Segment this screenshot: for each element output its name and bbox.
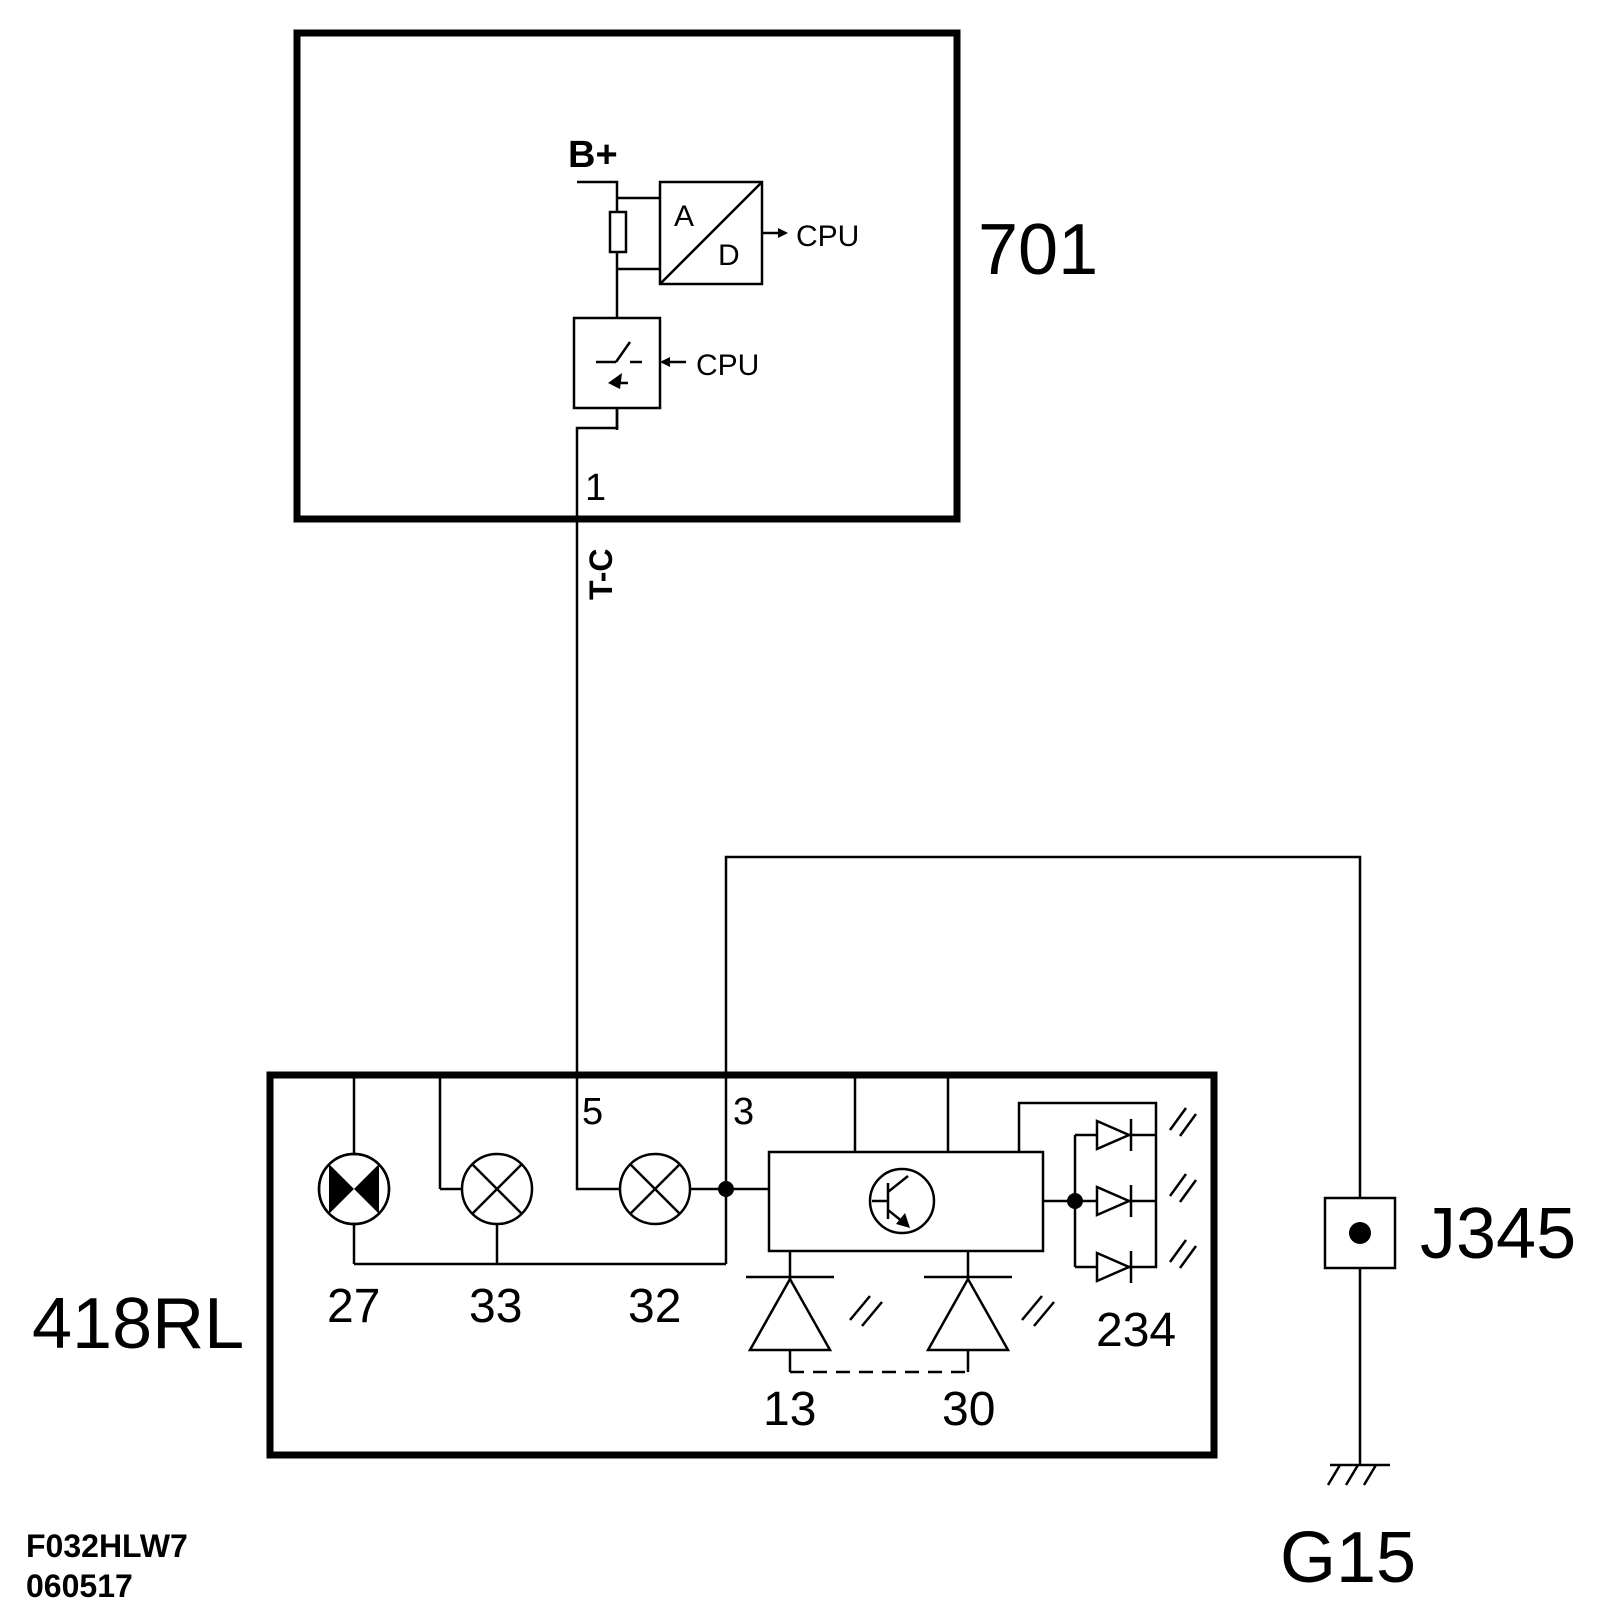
lamp-33	[460, 1152, 534, 1226]
transistor-switch	[572, 316, 686, 410]
lamp-27	[317, 1152, 391, 1226]
shunt-resistor	[608, 210, 628, 254]
wire-j345	[724, 855, 1362, 1465]
diagram-date-code: 060517	[26, 1568, 133, 1604]
module-701-label: 701	[978, 210, 1098, 290]
ad-label-a: A	[674, 200, 694, 233]
connector-j345-label: J345	[1420, 1194, 1576, 1274]
photodiode-13-label: 13	[763, 1383, 816, 1436]
pin-1-label: 1	[585, 467, 606, 509]
cpu-input-label: CPU	[696, 349, 759, 382]
module-418rl-label: 418RL	[32, 1284, 244, 1364]
cpu-output-label: CPU	[796, 220, 859, 253]
led-group-234	[1095, 1107, 1198, 1283]
ad-converter	[658, 180, 788, 286]
pin-3-label: 3	[733, 1091, 754, 1133]
ground-symbol	[1326, 1463, 1390, 1486]
lamp-32	[618, 1152, 692, 1226]
module-418rl-box	[266, 1071, 1218, 1459]
photodiode-30	[924, 1275, 1055, 1352]
lamp-27-label: 27	[327, 1280, 380, 1333]
wire-code-label: T-C	[583, 548, 619, 600]
module-701-box	[293, 29, 961, 523]
lamp-33-label: 33	[469, 1280, 522, 1333]
ground-g15-label: G15	[1280, 1518, 1416, 1598]
junction-dot	[1067, 1193, 1083, 1209]
lamp-32-label: 32	[628, 1280, 681, 1333]
diagram-code: F032HLW7	[26, 1528, 188, 1564]
ad-label-d: D	[718, 239, 740, 272]
junction-dot	[718, 1181, 734, 1197]
photodiode-30-label: 30	[942, 1383, 995, 1436]
led-group-234-label: 234	[1096, 1304, 1176, 1357]
photodiode-13	[746, 1275, 883, 1352]
wire-tc	[575, 408, 619, 1068]
connector-j345	[1323, 1196, 1397, 1270]
pin-5-label: 5	[582, 1091, 603, 1133]
electronic-unit	[767, 1150, 1045, 1253]
supply-bplus-label: B+	[568, 134, 618, 176]
